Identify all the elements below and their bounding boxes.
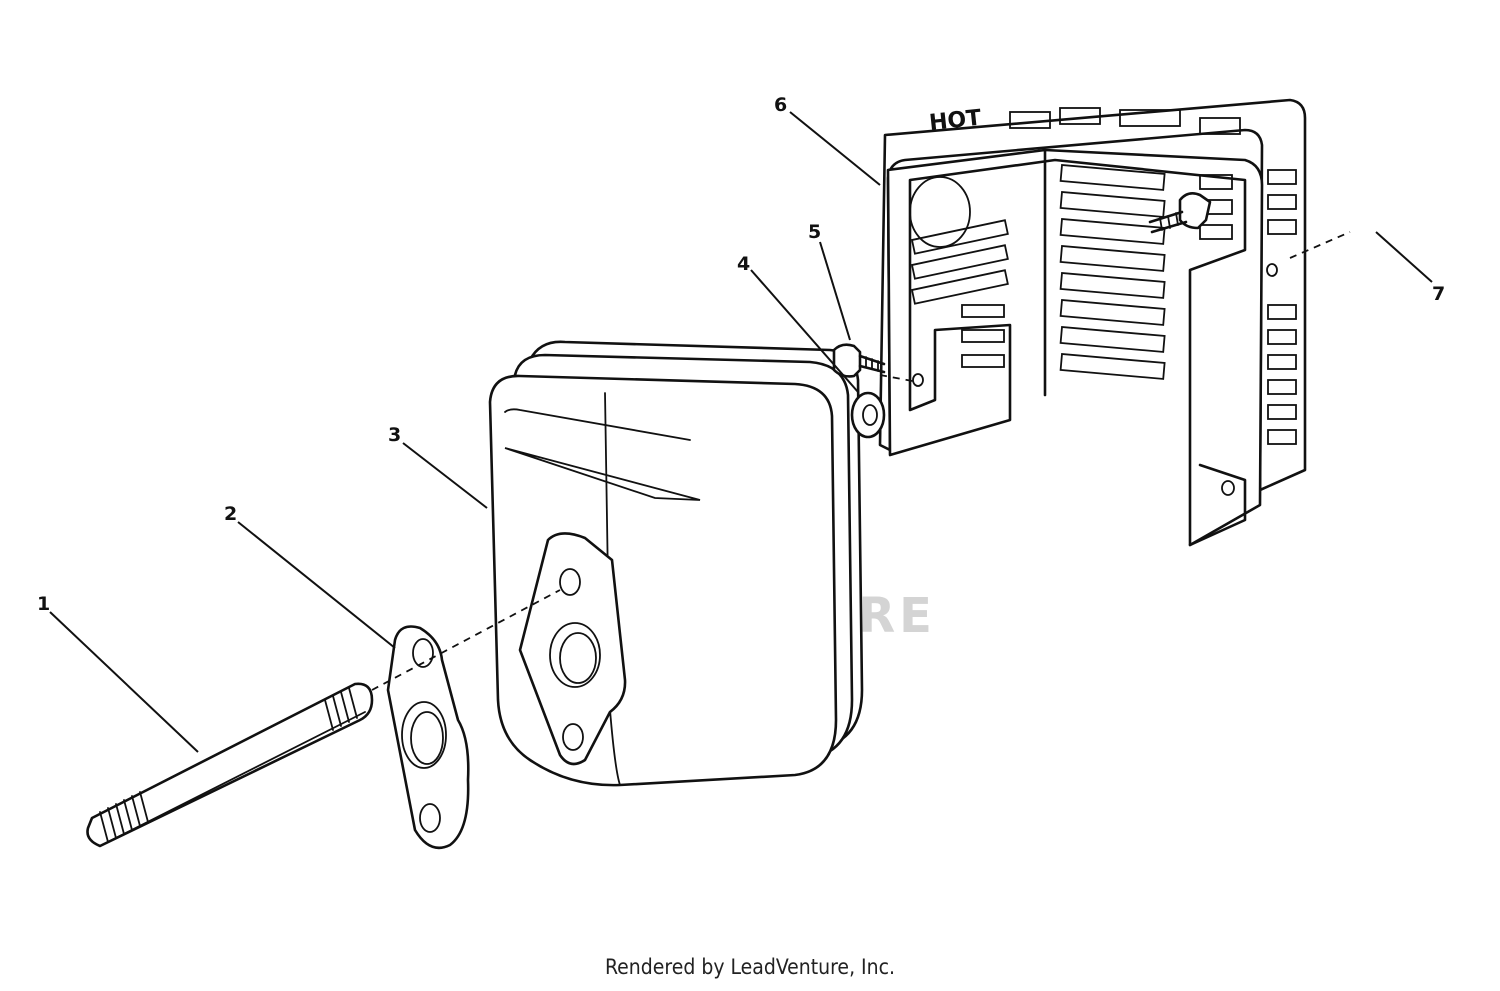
shield-vent-slots [910,107,1297,445]
callout-leaders [49,111,1433,753]
lock-washer[interactable] [850,391,886,439]
callout-labels: 1 2 3 4 5 6 7 [37,94,1445,615]
assembly-centerlines [371,231,1351,691]
exhaust-stud[interactable] [86,682,374,848]
callout-2: 2 [224,503,237,525]
callout-3: 3 [388,424,401,446]
shield-hot-text: HOT [928,106,982,136]
stud-threads [99,687,358,843]
hex-screw[interactable] [1148,192,1212,234]
render-credit: Rendered by LeadVenture, Inc. [605,955,895,979]
callout-4: 4 [737,253,750,275]
callout-7: 7 [1432,283,1445,305]
heat-shield[interactable]: HOT [878,98,1307,547]
muffler[interactable] [488,340,864,787]
callout-6: 6 [774,94,787,116]
callout-5: 5 [808,221,821,243]
gasket[interactable] [386,625,470,850]
hex-bolt-small[interactable] [832,343,886,378]
callout-1: 1 [37,593,50,615]
shield-mount-holes [912,263,1278,496]
